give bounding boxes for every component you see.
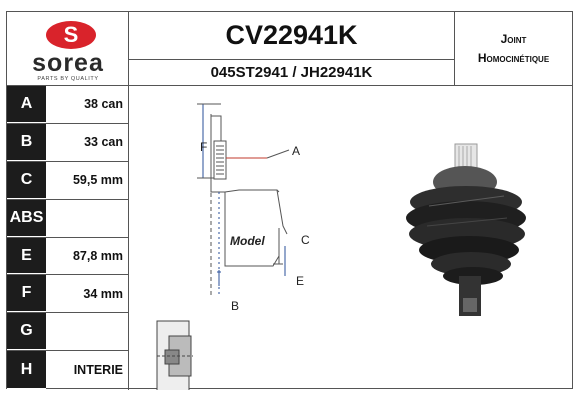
logo-letter: S	[64, 22, 79, 47]
product-sheet: S sorea PARTS BY QUALITY CV22941K 045ST2…	[6, 11, 573, 390]
spec-letter: A	[7, 86, 46, 123]
spec-row: A 38 can	[7, 86, 129, 124]
spec-value: 33 can	[84, 135, 123, 150]
spec-letter: B	[7, 123, 46, 161]
technical-diagram: F A C E B Model	[129, 86, 572, 390]
spec-value: 38 can	[84, 97, 123, 112]
spec-value: 87,8 mm	[72, 249, 123, 263]
spec-letter: G	[7, 313, 46, 351]
dimension-label-b: B	[231, 299, 240, 313]
spec-value	[46, 313, 129, 350]
dimension-label-a: A	[292, 144, 301, 158]
oe-numbers: 045ST2941 / JH22941K	[129, 60, 455, 86]
diagram-drawing	[156, 103, 526, 390]
spec-row: H INTERIE	[7, 351, 129, 390]
model-label: Model	[230, 234, 265, 248]
spec-row: F 34 mm	[7, 275, 129, 314]
brand-logo: S sorea PARTS BY QUALITY	[7, 12, 129, 86]
spec-value: 34 mm	[83, 286, 123, 301]
dimension-label-e: E	[296, 274, 305, 288]
product-type-line2: Homocinétique	[477, 50, 550, 65]
brand-name: sorea	[32, 49, 104, 77]
spec-letter: ABS	[7, 199, 46, 237]
spec-row: C 59,5 mm	[7, 161, 129, 200]
spec-row: B 33 can	[7, 123, 129, 162]
dimension-label-f: F	[200, 140, 208, 154]
spec-letter: H	[7, 351, 46, 390]
product-type: Joint Homocinétique	[455, 12, 572, 86]
spec-letter: F	[7, 275, 46, 313]
spec-value: INTERIE	[73, 363, 123, 378]
spec-letter: E	[7, 237, 46, 275]
spec-value	[46, 200, 129, 237]
spec-letter: C	[7, 161, 46, 199]
brand-tagline: PARTS BY QUALITY	[37, 76, 99, 82]
spec-value: 59,5 mm	[72, 173, 123, 188]
spec-row: ABS	[7, 199, 129, 238]
spec-row: G	[7, 313, 129, 352]
dimension-label-c: C	[301, 233, 310, 247]
product-type-line1: Joint	[500, 31, 527, 46]
part-reference: CV22941K	[129, 12, 455, 60]
divider	[128, 86, 129, 390]
spec-row: E 87,8 mm	[7, 237, 129, 276]
sorea-logo-icon: S	[46, 21, 96, 49]
